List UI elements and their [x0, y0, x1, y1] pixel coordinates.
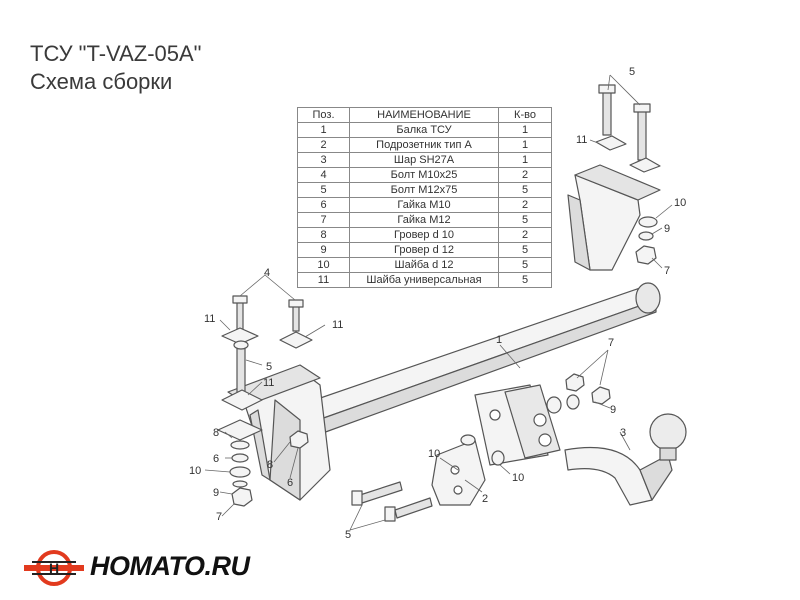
row-pos: 11 [297, 272, 350, 288]
callout-8-bracket: 8 [267, 459, 273, 471]
callout-11-right: 11 [576, 134, 587, 146]
row-name: Шар SH27A [349, 152, 499, 168]
callout-7-center: 7 [608, 337, 614, 349]
callout-7-left: 7 [216, 511, 222, 523]
row-name: Подрозетник тип А [349, 137, 499, 153]
callout-10-right: 10 [674, 197, 686, 209]
row-qty: 5 [498, 272, 552, 288]
callout-10-left: 10 [189, 465, 201, 477]
tow-ball [649, 413, 687, 451]
callout-9-center: 9 [610, 404, 616, 416]
callout-5-bottom: 5 [345, 529, 351, 541]
callout-3: 3 [620, 427, 626, 439]
callout-5-top: 5 [629, 66, 635, 78]
callout-10-center: 10 [512, 472, 524, 484]
parts-table-header: Поз. НАИМЕНОВАНИЕ К-во [297, 107, 552, 123]
callout-11-left-b: 11 [332, 319, 343, 331]
row-name: Гровер d 12 [349, 242, 499, 258]
header-name: НАИМЕНОВАНИЕ [349, 107, 499, 123]
row-name: Шайба d 12 [349, 257, 499, 273]
callout-5-left: 5 [266, 361, 272, 373]
homato-logo-text: HOMATO.RU [90, 551, 250, 581]
title-subtitle: Схема сборки [30, 69, 173, 94]
callout-11-left-c: 11 [263, 377, 274, 389]
callout-6-left: 6 [213, 453, 219, 465]
callout-1: 1 [496, 334, 502, 346]
callout-11-left-a: 11 [204, 313, 215, 325]
diagram-title: ТСУ "T-VAZ-05A" Схема сборки [30, 40, 201, 96]
callout-9-left: 9 [213, 487, 219, 499]
svg-text:H: H [49, 560, 59, 576]
callout-8-left: 8 [213, 427, 219, 439]
homato-logo-icon: H [24, 550, 84, 586]
row-qty: 2 [498, 197, 552, 213]
tow-ball-neck [564, 446, 653, 506]
callout-4: 4 [264, 267, 270, 279]
callout-2: 2 [482, 493, 488, 505]
title-model: ТСУ "T-VAZ-05A" [30, 41, 202, 66]
row-name: Шайба универсальная [349, 272, 499, 288]
callout-7-right: 7 [664, 265, 670, 277]
callout-9-right: 9 [664, 223, 670, 235]
callout-6-bracket: 6 [287, 477, 293, 489]
row-qty: 2 [498, 167, 552, 183]
row-qty: 2 [498, 227, 552, 243]
callout-10-plate: 10 [428, 448, 440, 460]
